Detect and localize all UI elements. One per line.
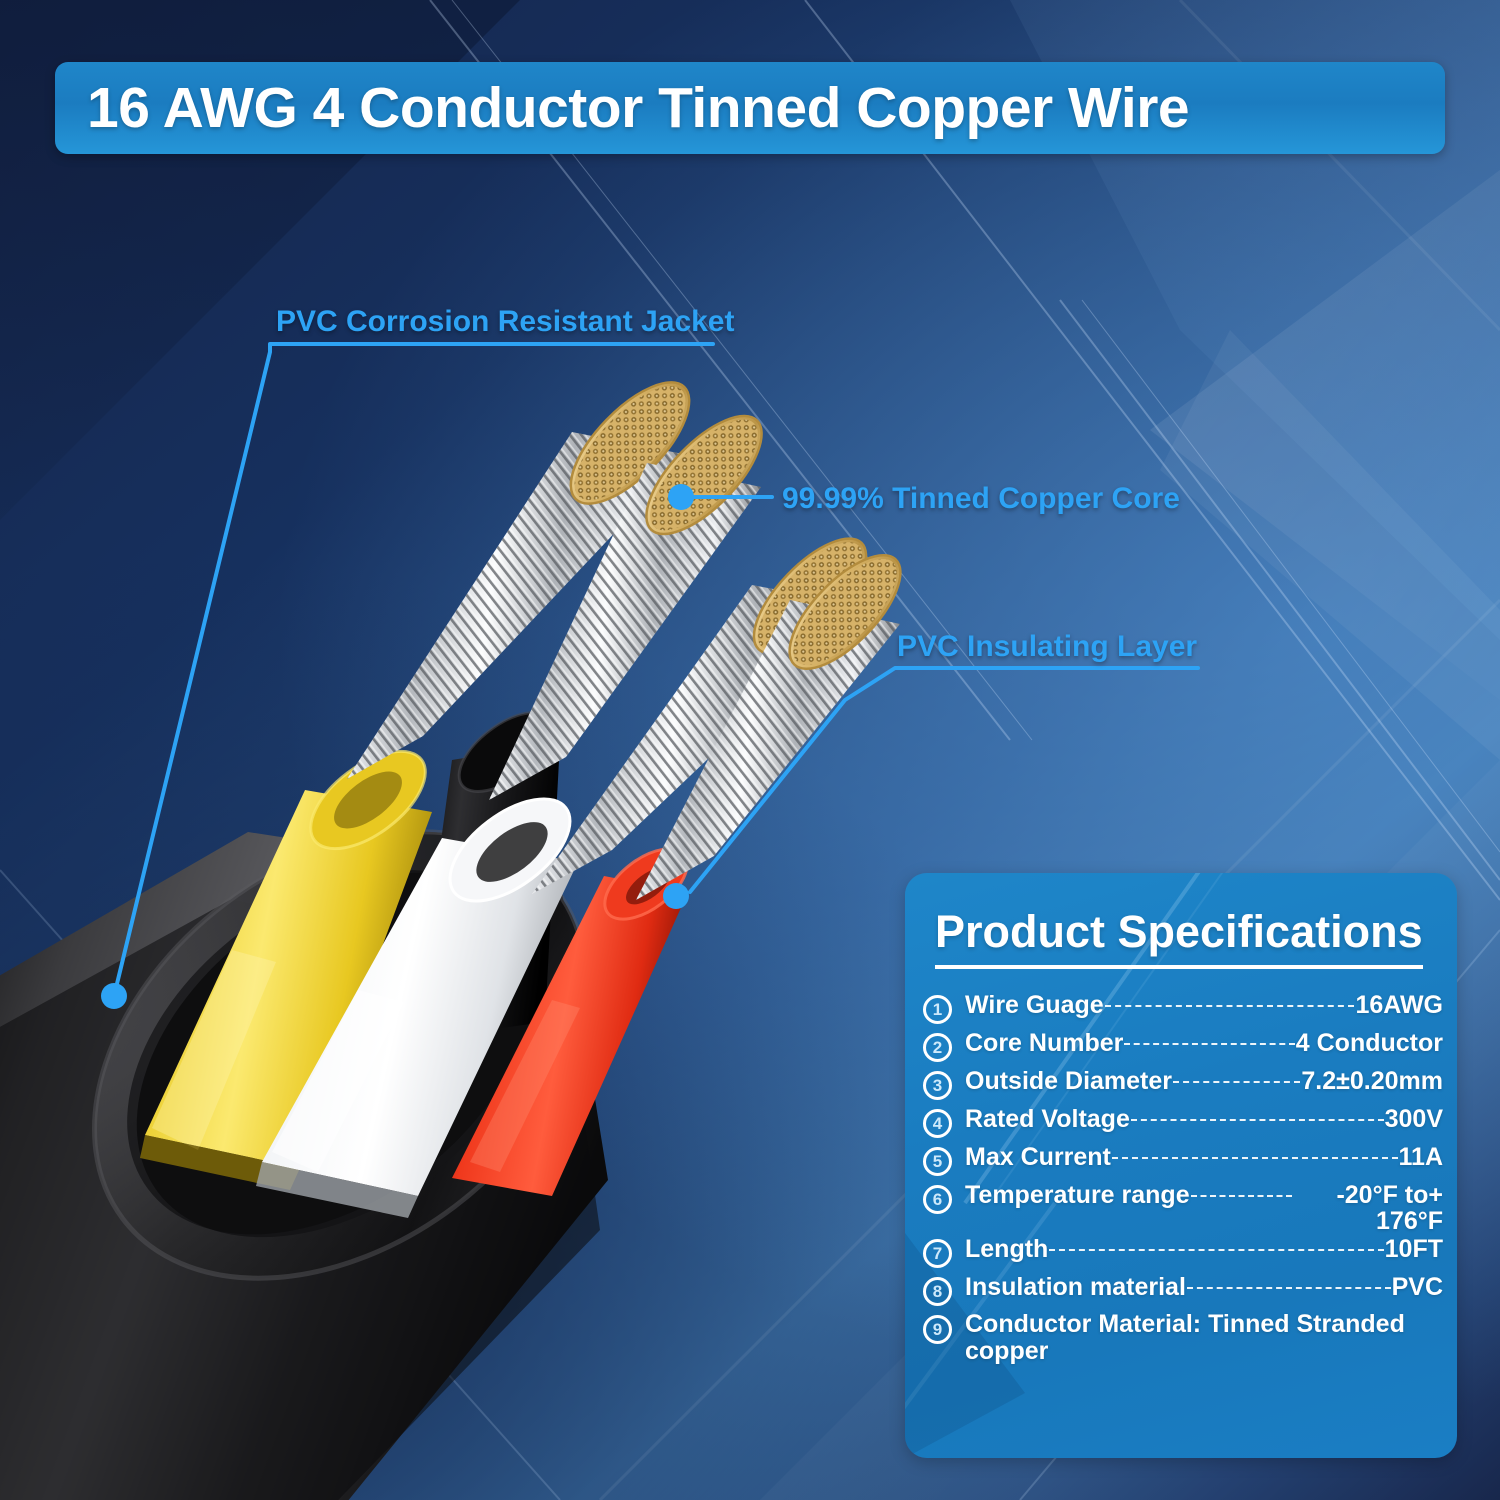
spec-number-badge: 5 (923, 1147, 952, 1176)
spec-value: 10FT (1384, 1235, 1443, 1263)
spec-number-badge: 3 (923, 1071, 952, 1100)
leader-insulation (688, 666, 1200, 894)
spec-number-badge: 6 (923, 1185, 952, 1214)
spec-value: 16AWG (1355, 991, 1443, 1019)
spec-number-badge: 2 (923, 1033, 952, 1062)
spec-row: 3 Outside Diameter 7.2±0.20mm (905, 1067, 1457, 1104)
spec-label: Conductor Material: Tinned Stranded copp… (965, 1310, 1405, 1365)
spec-row: 5 Max Current 11A (905, 1143, 1457, 1180)
spec-panel-title: Product Specifications (935, 906, 1423, 957)
spec-row: 6 Temperature range -20°F to+ 176°F (905, 1181, 1457, 1234)
spec-value: 4 Conductor (1295, 1029, 1443, 1057)
spec-dot-leader (1173, 1080, 1301, 1083)
spec-dot-leader (1190, 1194, 1292, 1197)
spec-value: -20°F to+ 176°F (1336, 1181, 1443, 1235)
page-title: 16 AWG 4 Conductor Tinned Copper Wire (87, 76, 1190, 140)
spec-row: 7 Length 10FT (905, 1235, 1457, 1272)
spec-row: 8 Insulation material PVC (905, 1273, 1457, 1310)
spec-row: 9 Conductor Material: Tinned Stranded co… (905, 1311, 1457, 1364)
spec-dot-leader (1111, 1156, 1398, 1159)
spec-dot-leader (1049, 1248, 1384, 1251)
product-specifications-panel: Product Specifications 1 Wire Guage 16AW… (905, 873, 1457, 1458)
spec-row: 2 Core Number 4 Conductor (905, 1029, 1457, 1066)
leader-jacket (113, 342, 715, 994)
spec-dot-leader (1130, 1118, 1384, 1121)
spec-list: 1 Wire Guage 16AWG 2 Core Number 4 Condu… (905, 991, 1457, 1364)
spec-value: PVC (1391, 1273, 1443, 1301)
spec-label: Insulation material (965, 1273, 1186, 1301)
leader-dot-jacket (101, 983, 127, 1009)
spec-label: Rated Voltage (965, 1105, 1130, 1133)
spec-label: Outside Diameter (965, 1067, 1173, 1095)
spec-row: 1 Wire Guage 16AWG (905, 991, 1457, 1028)
spec-value: 300V (1384, 1105, 1443, 1133)
spec-label: Temperature range (965, 1181, 1190, 1209)
title-banner: 16 AWG 4 Conductor Tinned Copper Wire (55, 62, 1445, 154)
spec-label: Length (965, 1235, 1049, 1263)
spec-number-badge: 1 (923, 995, 952, 1024)
spec-value: 11A (1398, 1143, 1443, 1171)
spec-dot-leader (1104, 1004, 1355, 1007)
spec-label: Max Current (965, 1143, 1111, 1171)
spec-panel-divider (935, 965, 1423, 969)
callout-label-jacket: PVC Corrosion Resistant Jacket (276, 305, 735, 338)
spec-row: 4 Rated Voltage 300V (905, 1105, 1457, 1142)
spec-dot-leader (1124, 1042, 1295, 1045)
leader-dot-insulation (663, 883, 689, 909)
callout-label-insulating-layer: PVC Insulating Layer (897, 630, 1198, 663)
callout-label-copper-core: 99.99% Tinned Copper Core (782, 482, 1180, 515)
spec-label: Wire Guage (965, 991, 1104, 1019)
spec-dot-leader (1186, 1286, 1391, 1289)
spec-label: Core Number (965, 1029, 1124, 1057)
spec-number-badge: 7 (923, 1239, 952, 1268)
spec-number-badge: 9 (923, 1315, 952, 1344)
spec-value: 7.2±0.20mm (1301, 1067, 1443, 1095)
leader-dot-core (668, 484, 694, 510)
spec-number-badge: 8 (923, 1277, 952, 1306)
spec-number-badge: 4 (923, 1109, 952, 1138)
